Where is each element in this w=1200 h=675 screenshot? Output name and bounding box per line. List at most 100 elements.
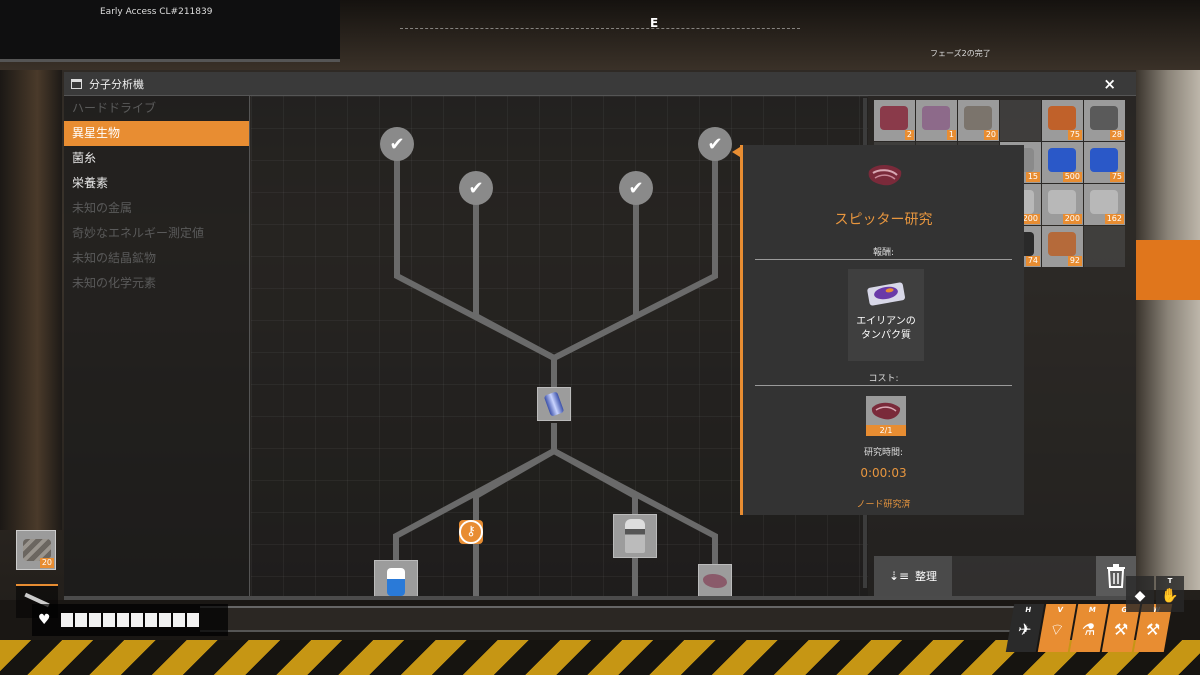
character-icon	[625, 519, 645, 553]
item-count: 75	[1067, 130, 1082, 140]
trash-icon	[1107, 564, 1125, 588]
inventory-slot-empty[interactable]	[1000, 100, 1041, 141]
item-count: 74	[1025, 256, 1040, 266]
inventory-slot[interactable]: 75	[1084, 142, 1125, 183]
hotkey-letter: H	[1024, 606, 1032, 614]
health-segment	[60, 613, 73, 627]
item-icon	[964, 106, 992, 130]
node-creature[interactable]	[698, 564, 732, 596]
hotkey-button[interactable]: T✋	[1156, 576, 1184, 612]
node-canister[interactable]	[537, 387, 571, 421]
cost-count: 2/1	[866, 425, 906, 436]
node-completed-1[interactable]: ✔	[380, 127, 414, 161]
item-count: 1	[946, 130, 956, 140]
inhaler-icon	[387, 568, 405, 596]
checkmark-icon: ✔	[707, 133, 723, 155]
cost-item-slot[interactable]: 2/1	[866, 396, 906, 436]
item-count: 15	[1025, 172, 1040, 182]
inventory-slot[interactable]: 75	[1042, 100, 1083, 141]
item-count: 500	[1062, 172, 1082, 182]
category-item[interactable]: 未知の化学元素	[72, 276, 157, 290]
cost-label: コスト:	[868, 374, 899, 384]
item-icon	[1090, 148, 1118, 172]
canister-icon	[543, 391, 565, 417]
category-item[interactable]: 栄養素	[72, 176, 109, 190]
category-item[interactable]: 奇妙なエネルギー測定値	[72, 226, 205, 240]
key-icon: ⚷	[459, 520, 483, 544]
item-count: 2	[904, 130, 914, 140]
creature-icon	[703, 574, 727, 588]
reward-card[interactable]: エイリアンのタンパク質	[848, 269, 924, 361]
inventory-slot[interactable]: 200	[1042, 184, 1083, 225]
inventory-footer	[952, 556, 1096, 596]
category-item[interactable]: 異星生物	[64, 121, 249, 146]
window-bottom-bar	[64, 596, 1136, 600]
health-segment	[172, 613, 185, 627]
sort-button[interactable]: ⇣≡ 整理	[874, 556, 952, 596]
inventory-slot[interactable]: 20	[958, 100, 999, 141]
spitter-remains-icon	[871, 402, 901, 420]
node-completed-3[interactable]: ✔	[619, 171, 653, 205]
inventory-slot[interactable]: 162	[1084, 184, 1125, 225]
inventory-slot[interactable]: 28	[1084, 100, 1125, 141]
node-completed-spitter[interactable]: ✔	[698, 127, 732, 161]
hazard-stripes	[0, 640, 1200, 675]
inventory-slot-empty[interactable]	[1084, 226, 1125, 267]
health-segment	[116, 613, 129, 627]
detail-pointer	[732, 147, 740, 157]
item-icon	[922, 106, 950, 130]
health-segment	[158, 613, 171, 627]
hotkey-letter: V	[1056, 606, 1064, 614]
hotbar-slot[interactable]: 20	[16, 530, 56, 570]
wall-monitor	[0, 0, 340, 62]
category-sidebar: ハードドライブ異星生物菌糸栄養素未知の金属奇妙なエネルギー測定値未知の結晶鉱物未…	[64, 96, 250, 596]
category-item[interactable]: ハードドライブ	[72, 101, 157, 115]
sort-icon: ⇣≡	[888, 569, 910, 583]
hotkey-button[interactable]: ◆	[1126, 576, 1154, 612]
hotkey-icon: ◆	[1134, 588, 1146, 604]
item-icon	[880, 106, 908, 130]
item-icon	[1048, 148, 1076, 172]
health-segment	[88, 613, 101, 627]
node-inhaler[interactable]	[374, 560, 418, 596]
category-item[interactable]: 菌糸	[72, 151, 97, 165]
category-item[interactable]: 未知の結晶鉱物	[72, 251, 157, 265]
window-title: 分子分析機	[89, 77, 144, 91]
research-detail-panel: スピッター研究 報酬: エイリアンのタンパク質 コスト: 2/1 研究時間: 0…	[732, 145, 1024, 515]
hotkey-letter: T	[1167, 577, 1173, 585]
alien-protein-icon	[867, 282, 905, 306]
item-icon	[1048, 106, 1076, 130]
goal-text: フェーズ2の完了	[930, 49, 991, 58]
category-item[interactable]: 未知の金属	[72, 201, 133, 215]
hotkey-icon: ⚒	[1111, 620, 1130, 639]
checkmark-icon: ✔	[389, 133, 405, 155]
inventory-slot[interactable]: 2	[874, 100, 915, 141]
hotkey-icon: ✈	[1016, 620, 1034, 639]
reward-label: 報酬:	[872, 248, 895, 258]
node-key[interactable]: ⚷	[459, 520, 483, 544]
close-button[interactable]: ×	[1103, 75, 1116, 93]
item-count: 92	[1067, 256, 1082, 266]
item-count: 20	[983, 130, 998, 140]
inventory-slot[interactable]: 500	[1042, 142, 1083, 183]
item-count: 200	[1062, 214, 1082, 224]
hotkey-icon: ⚒	[1143, 620, 1162, 639]
item-icon	[1048, 232, 1076, 256]
hotkey-icon: ⚗	[1079, 620, 1098, 639]
item-icon	[1090, 190, 1118, 214]
hotkey-letter: M	[1087, 606, 1097, 614]
hotkey-icon: ⌔	[1047, 620, 1066, 639]
node-character[interactable]	[613, 514, 657, 558]
right-pillar	[1136, 70, 1200, 590]
reward-divider	[755, 259, 1012, 260]
window-titlebar: 分子分析機 ×	[64, 72, 1136, 96]
item-count: 28	[1109, 130, 1124, 140]
node-completed-2[interactable]: ✔	[459, 171, 493, 205]
inventory-slot[interactable]: 1	[916, 100, 957, 141]
compass-bar	[400, 28, 800, 42]
research-name: スピッター研究	[834, 212, 933, 228]
inventory-slot[interactable]: 92	[1042, 226, 1083, 267]
compass-heading: E	[650, 16, 659, 30]
spitter-icon	[868, 165, 902, 186]
